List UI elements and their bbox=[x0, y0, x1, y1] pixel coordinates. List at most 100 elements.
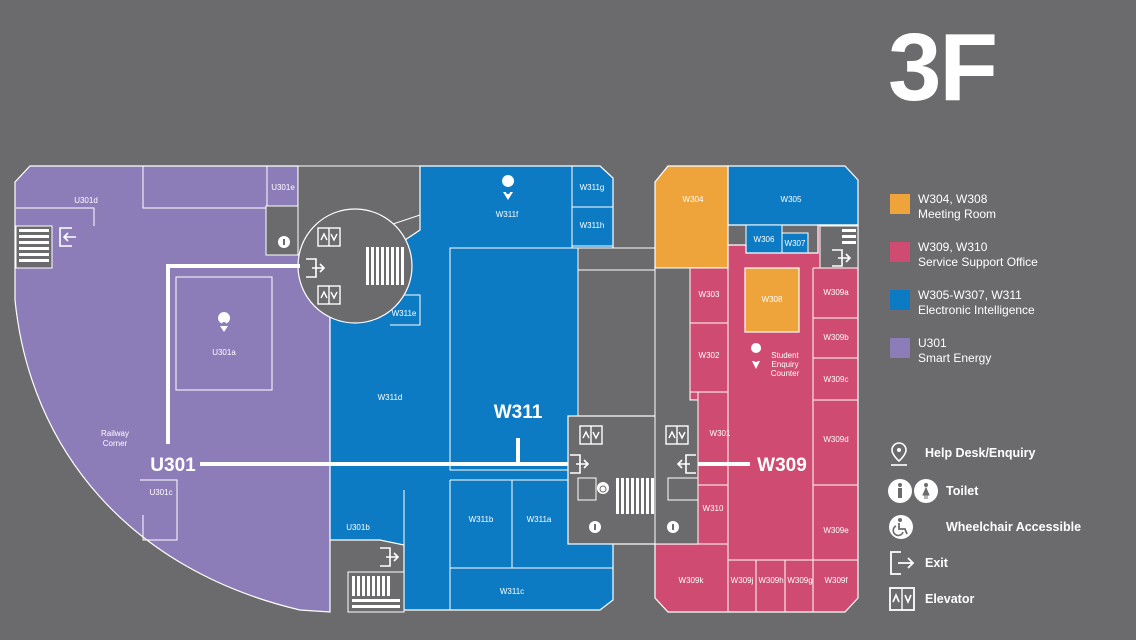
icon-legend-exit: Exit bbox=[888, 550, 1128, 578]
label-u301a: U301a bbox=[212, 348, 236, 357]
stairs-icon bbox=[347, 571, 405, 613]
label-u301e: U301e bbox=[271, 183, 295, 192]
label-w304: W304 bbox=[683, 195, 704, 204]
legend-item-electronic-intelligence: W305-W307, W311 Electronic Intelligence bbox=[890, 288, 1130, 322]
label-w309: W309 bbox=[757, 455, 807, 476]
label-w306: W306 bbox=[754, 235, 775, 244]
exit-icon[interactable] bbox=[832, 249, 852, 267]
help-desk-icon bbox=[218, 312, 231, 332]
exit-icon[interactable] bbox=[306, 258, 326, 278]
legend-swatch bbox=[890, 242, 910, 262]
legend-item-meeting-room: W304, W308 Meeting Room bbox=[890, 192, 1130, 226]
exit-icon[interactable] bbox=[59, 227, 76, 247]
legend-name: Electronic Intelligence bbox=[918, 303, 1035, 317]
label-w311e: W311e bbox=[392, 309, 417, 318]
icon-legend-label: Toilet bbox=[946, 484, 979, 498]
label-u301b: U301b bbox=[346, 523, 370, 532]
icon-legend-wheelchair: Wheelchair Accessible bbox=[888, 514, 1128, 542]
label-w311b: W311b bbox=[469, 515, 494, 524]
legend-item-smart-energy: U301 Smart Energy bbox=[890, 336, 1130, 370]
legend-swatch bbox=[890, 290, 910, 310]
label-w308: W308 bbox=[762, 295, 783, 304]
label-w309k: W309k bbox=[679, 576, 705, 585]
legend-rooms: U301 bbox=[918, 336, 947, 350]
legend-rooms: W309, W310 bbox=[918, 240, 988, 254]
legend-name: Meeting Room bbox=[918, 207, 997, 221]
elevator-icon[interactable] bbox=[317, 285, 341, 305]
label-u301c: U301c bbox=[149, 488, 172, 497]
exit-icon bbox=[890, 551, 915, 575]
label-student-enquiry-2: Enquiry bbox=[771, 360, 798, 369]
label-railway-corner-2: Corner bbox=[103, 439, 128, 448]
label-w309g: W309g bbox=[787, 576, 812, 585]
room-w304[interactable] bbox=[654, 165, 729, 269]
room-labels: U301d U301e U301a Railway Corner U301c U… bbox=[74, 183, 849, 596]
stairs-icon bbox=[366, 247, 404, 285]
help-desk-icon bbox=[891, 442, 907, 466]
icon-legend-label: Exit bbox=[925, 556, 948, 570]
label-w311a: W311a bbox=[527, 515, 552, 524]
legend-name: Smart Energy bbox=[918, 351, 992, 365]
label-w311c: W311c bbox=[500, 587, 524, 596]
label-w301: W301 bbox=[710, 429, 731, 438]
legend-rooms: W304, W308 bbox=[918, 192, 988, 206]
stairs-icon bbox=[819, 225, 859, 269]
icon-legend-toilet: Toilet bbox=[888, 478, 1128, 506]
exit-icon[interactable] bbox=[570, 454, 590, 474]
floor-number: 3F bbox=[888, 14, 998, 121]
help-desk-icon bbox=[751, 343, 762, 369]
label-student-enquiry-3: Counter bbox=[771, 369, 800, 378]
room-w310[interactable] bbox=[697, 484, 729, 545]
label-w307: W307 bbox=[785, 239, 806, 248]
icon-legend-label: Elevator bbox=[925, 592, 975, 606]
room-w303[interactable] bbox=[689, 267, 729, 324]
wheelchair-icon bbox=[889, 515, 913, 539]
label-w309c: W309c bbox=[824, 375, 849, 384]
stairs-icon bbox=[15, 225, 53, 269]
elevator-icon bbox=[889, 587, 915, 611]
exit-icon[interactable] bbox=[676, 454, 696, 474]
label-w309e: W309e bbox=[823, 526, 849, 535]
lift-lobby-circle bbox=[297, 208, 413, 324]
help-desk-icon bbox=[502, 175, 515, 200]
stairs-icon bbox=[616, 478, 654, 514]
label-w311h: W311h bbox=[580, 221, 605, 230]
legend-swatch bbox=[890, 338, 910, 358]
legend-rooms: W305-W307, W311 bbox=[918, 288, 1022, 302]
icon-legend-help-desk: Help Desk/Enquiry bbox=[888, 440, 1128, 468]
legend-item-service-support: W309, W310 Service Support Office bbox=[890, 240, 1130, 274]
legend-name: Service Support Office bbox=[918, 255, 1038, 269]
label-w309f: W309f bbox=[824, 576, 848, 585]
label-w309h: W309h bbox=[758, 576, 783, 585]
label-railway-corner-1: Railway bbox=[101, 429, 129, 438]
label-w305: W305 bbox=[781, 195, 802, 204]
label-w302: W302 bbox=[699, 351, 720, 360]
label-w311d: W311d bbox=[378, 393, 403, 402]
elevator-icon[interactable] bbox=[579, 425, 603, 445]
wheelchair-icon bbox=[597, 482, 609, 494]
label-w311: W311 bbox=[494, 402, 543, 423]
label-w310: W310 bbox=[703, 504, 724, 513]
room-w301[interactable] bbox=[697, 391, 729, 486]
label-u301d: U301d bbox=[74, 196, 98, 205]
icon-legend-label: Help Desk/Enquiry bbox=[925, 446, 1036, 460]
icon-legend-label: Wheelchair Accessible bbox=[946, 520, 1082, 534]
label-student-enquiry-1: Student bbox=[771, 351, 799, 360]
icon-legend-elevator: Elevator bbox=[888, 586, 1128, 614]
label-w309b: W309b bbox=[823, 333, 849, 342]
floor-plan: U301d U301e U301a Railway Corner U301c U… bbox=[14, 165, 859, 613]
label-w309j: W309j bbox=[731, 576, 754, 585]
room-w308[interactable] bbox=[744, 267, 800, 333]
label-w309a: W309a bbox=[823, 288, 849, 297]
elevator-icon[interactable] bbox=[665, 425, 689, 445]
route-lines bbox=[166, 264, 750, 466]
elevator-icon[interactable] bbox=[317, 227, 341, 247]
label-w303: W303 bbox=[699, 290, 720, 299]
room-w302[interactable] bbox=[689, 322, 729, 393]
toilet-icon bbox=[888, 479, 938, 503]
label-w309d: W309d bbox=[823, 435, 848, 444]
label-w311g: W311g bbox=[580, 183, 605, 192]
label-w311f: W311f bbox=[496, 210, 519, 219]
exit-icon[interactable] bbox=[380, 547, 400, 567]
